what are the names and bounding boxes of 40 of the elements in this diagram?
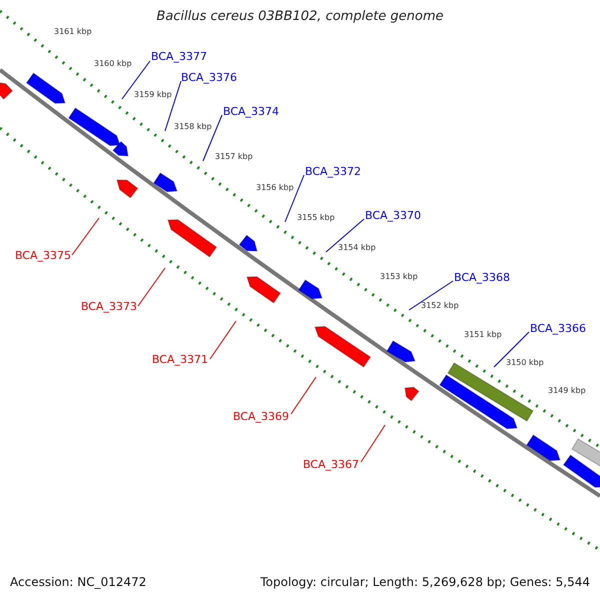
gene-label: BCA_3377	[151, 51, 208, 62]
scale-label: 3160 kbp	[94, 60, 132, 68]
scale-label: 3153 kbp	[380, 273, 418, 281]
scale-label: 3151 kbp	[464, 331, 502, 339]
gene-label: BCA_3373	[80, 301, 137, 312]
leader-line	[408, 280, 454, 310]
leader-line	[164, 80, 182, 132]
gene-label: BCA_3372	[305, 166, 362, 177]
leader-line	[284, 174, 304, 222]
scale-label: 3158 kbp	[174, 123, 212, 131]
gene-label: BCA_3367	[302, 459, 359, 470]
scale-label: 3156 kbp	[256, 184, 294, 192]
scale-label: 3149 kbp	[548, 387, 586, 395]
leader-line	[202, 114, 222, 162]
leader-line	[210, 320, 236, 360]
scale-label: 3150 kbp	[506, 359, 544, 367]
gene-label: BCA_3376	[181, 72, 238, 83]
scale-label: 3157 kbp	[215, 153, 253, 161]
gene-label: BCA_3366	[530, 323, 586, 334]
scale-label: 3152 kbp	[421, 302, 459, 310]
gene-label: BCA_3368	[454, 272, 510, 283]
leader-line	[138, 268, 166, 306]
leader-line	[326, 218, 364, 252]
leader-line	[290, 376, 316, 414]
scale-label: 3161 kbp	[54, 28, 92, 36]
accession-text: Accession: NC_012472	[10, 576, 146, 588]
scale-label: 3155 kbp	[297, 214, 335, 222]
gene-label: BCA_3371	[152, 354, 208, 365]
leader-line	[494, 332, 530, 368]
gene-label: BCA_3369	[232, 411, 289, 422]
leader-line	[122, 60, 150, 100]
leader-line	[360, 424, 386, 462]
scale-label: 3159 kbp	[134, 91, 172, 99]
gene-label: BCA_3374	[223, 106, 280, 117]
gene-label: BCA_3375	[14, 250, 71, 261]
leader-line	[72, 218, 100, 256]
gene-label: BCA_3370	[365, 210, 422, 221]
diagram-title: Bacillus cereus 03BB102, complete genome	[155, 10, 445, 23]
scale-label: 3154 kbp	[338, 244, 376, 252]
genome-summary-text: Topology: circular; Length: 5,269,628 bp; Genes: 5,544	[260, 576, 590, 588]
